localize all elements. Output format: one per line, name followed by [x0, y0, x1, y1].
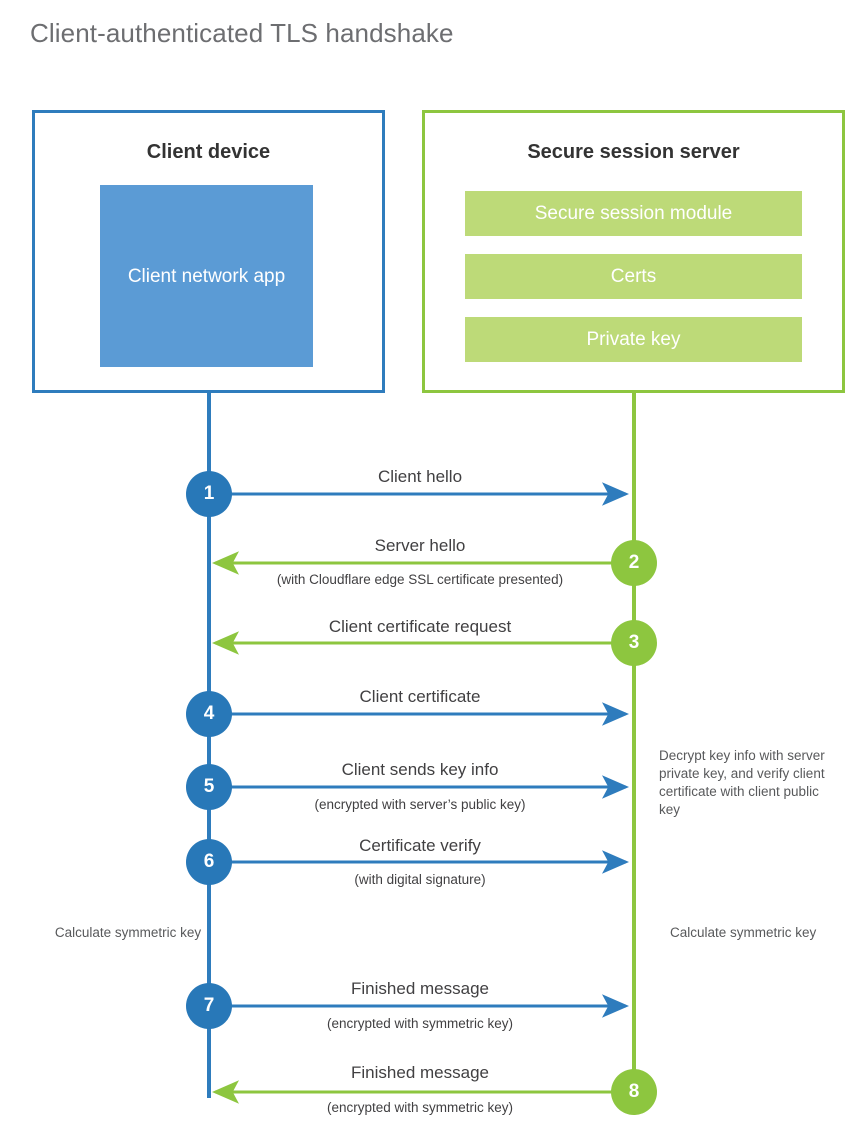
step-marker-4 — [186, 691, 232, 737]
page-title: Client-authenticated TLS handshake — [30, 18, 454, 48]
client-network-app-block: Client network app — [100, 185, 313, 367]
step-marker-7 — [186, 983, 232, 1029]
secure-session-server-title: Secure session server — [527, 141, 740, 163]
client-device-box: Client device Client network app — [32, 110, 385, 393]
step-marker-2 — [611, 540, 657, 586]
secure-session-server-box: Secure session server Secure session mod… — [422, 110, 845, 393]
server-calculate-symmetric-key-note: Calculate symmetric key — [670, 925, 817, 940]
secure-session-module-block: Secure session module — [465, 191, 802, 236]
message-label-2: Server hello — [374, 536, 466, 555]
message-label-7: Finished message — [351, 979, 489, 998]
server-decrypt-note: Decrypt key info with server private key… — [659, 748, 825, 817]
step-marker-5 — [186, 764, 232, 810]
message-label-3: Client certificate request — [328, 617, 512, 636]
message-label-1: Client hello — [377, 467, 463, 486]
client-device-title: Client device — [146, 141, 271, 163]
step-marker-8 — [611, 1069, 657, 1115]
message-sublabel-5: (encrypted with server’s public key) — [314, 797, 526, 812]
message-label-6: Certificate verify — [359, 836, 481, 855]
message-sublabel-7: (encrypted with symmetric key) — [326, 1016, 514, 1031]
step-marker-3 — [611, 620, 657, 666]
step-marker-6 — [186, 839, 232, 885]
step-marker-1 — [186, 471, 232, 517]
private-key-block: Private key — [465, 317, 802, 362]
message-sublabel-2: (with Cloudflare edge SSL certificate pr… — [276, 572, 564, 587]
certs-block: Certs — [465, 254, 802, 299]
message-label-8: Finished message — [351, 1063, 489, 1082]
message-label-5: Client sends key info — [341, 760, 499, 779]
message-sublabel-6: (with digital signature) — [354, 872, 486, 887]
client-calculate-symmetric-key-note: Calculate symmetric key — [54, 925, 202, 940]
message-sublabel-8: (encrypted with symmetric key) — [326, 1100, 514, 1115]
message-label-4: Client certificate — [359, 687, 481, 706]
